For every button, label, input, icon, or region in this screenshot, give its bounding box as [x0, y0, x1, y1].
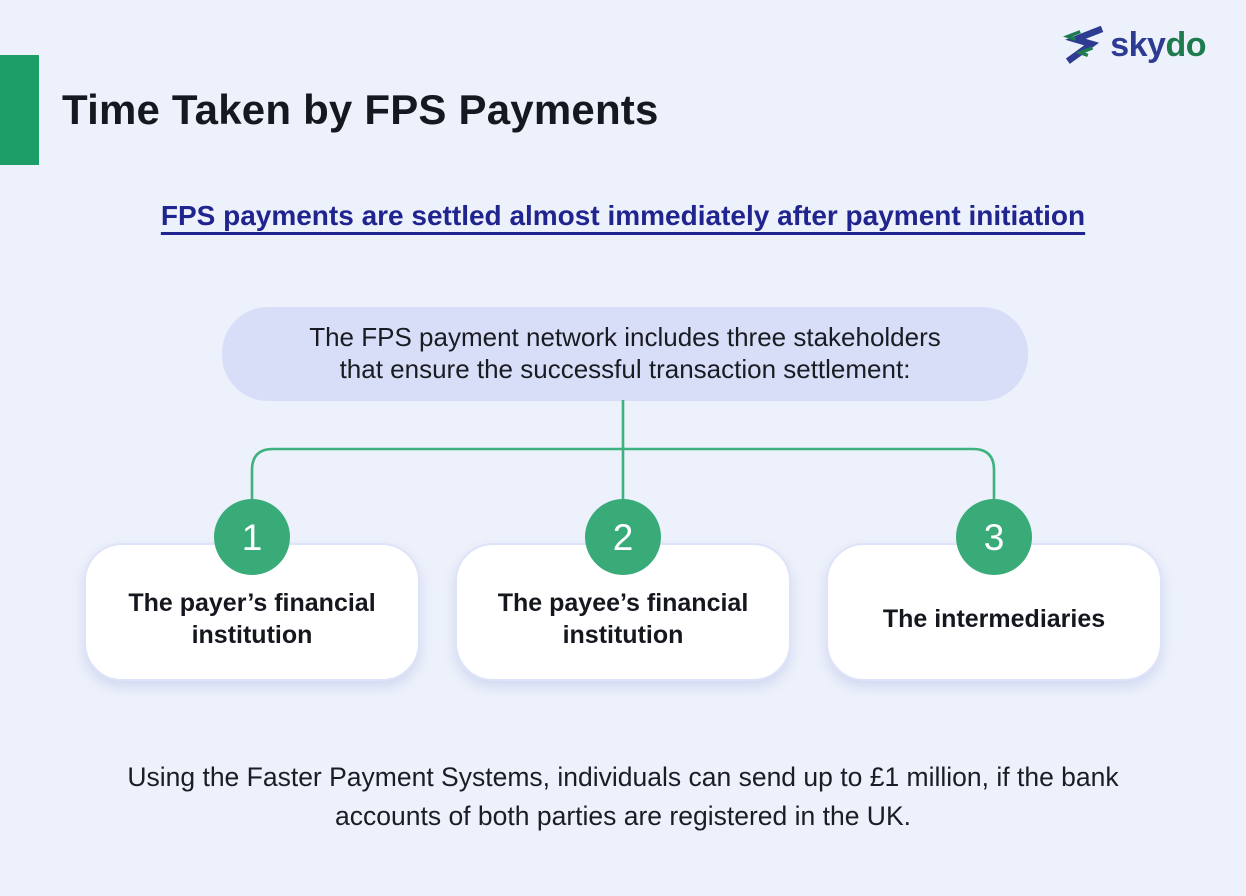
subtitle-underlined-heading: FPS payments are settled almost immediat…: [160, 200, 1086, 231]
skydo-wordmark: skydo: [1110, 28, 1206, 62]
green-accent-bar: [0, 55, 39, 165]
skydo-s-icon: [1063, 26, 1105, 64]
step-number-3: 3: [956, 499, 1032, 575]
step-number-2-label: 2: [612, 516, 634, 558]
stakeholder-card-payee-label: The payee’s financial institution: [497, 589, 749, 649]
connector-lines: [250, 400, 996, 500]
stakeholder-intro-text: The FPS payment network includes three s…: [309, 322, 941, 384]
stakeholder-intro-box: The FPS payment network includes three s…: [222, 307, 1028, 401]
stakeholder-card-payer-label: The payer’s financial institution: [128, 589, 376, 649]
skydo-logo: skydo: [1063, 26, 1206, 64]
logo-text-sky: sky: [1110, 26, 1166, 64]
step-number-1: 1: [214, 499, 290, 575]
logo-text-do: do: [1165, 26, 1206, 64]
stakeholder-card-intermediaries-label: The intermediaries: [882, 605, 1106, 633]
step-number-1-label: 1: [241, 516, 263, 558]
page-title: Time Taken by FPS Payments: [62, 86, 659, 133]
footnote-text: Using the Faster Payment Systems, indivi…: [127, 762, 1119, 831]
step-number-2: 2: [585, 499, 661, 575]
step-number-3-label: 3: [983, 516, 1005, 558]
